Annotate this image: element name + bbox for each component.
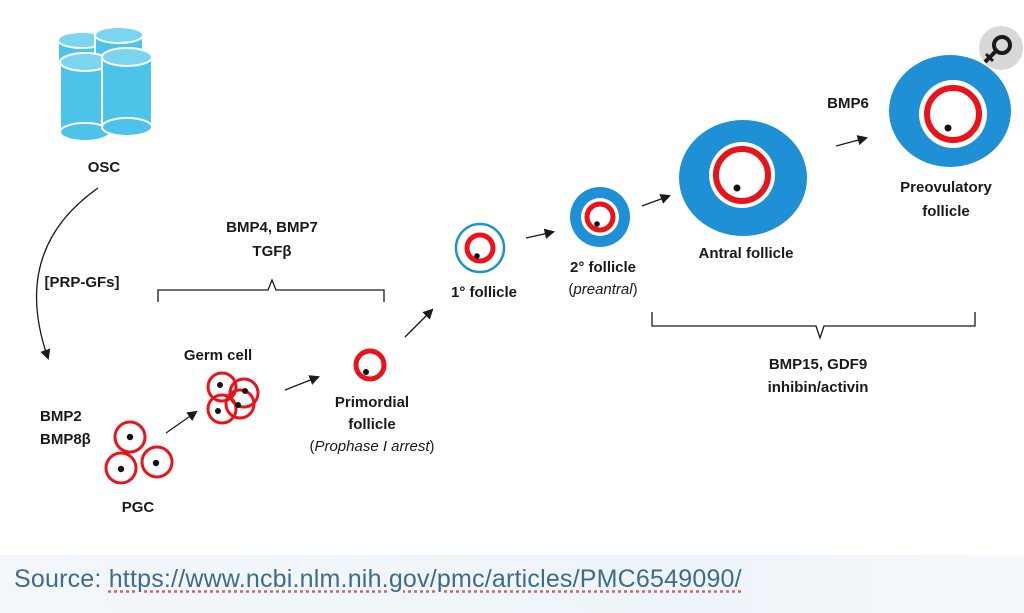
bmp8-label: BMP8β xyxy=(40,431,91,448)
antral-oocyte xyxy=(713,146,771,204)
germ-nucleus xyxy=(217,382,223,388)
bmp2-label: BMP2 xyxy=(40,408,82,425)
germ-nucleus xyxy=(235,402,241,408)
follicle-development-diagram: OSC [PRP-GFs] BMP2 BMP8β PGC Germ cell P… xyxy=(36,26,1023,516)
bmp6-label: BMP6 xyxy=(827,95,869,112)
bmp15-label: BMP15, GDF9 xyxy=(769,356,867,373)
primary-follicle xyxy=(454,222,506,274)
preantral-label: (preantral) xyxy=(568,281,637,298)
primary-to-secondary-arrow xyxy=(525,228,556,239)
germ-cell-cluster xyxy=(206,371,260,425)
primordial-follicle xyxy=(353,348,387,382)
secondary-oocyte xyxy=(584,201,616,233)
osc-cylinder-icon xyxy=(57,26,153,142)
primordial-to-primary-arrow xyxy=(404,308,434,338)
primary-oocyte xyxy=(464,232,496,264)
antral-nucleus xyxy=(733,184,741,192)
prophase-label: (Prophase I arrest) xyxy=(309,438,434,455)
preovulatory-label-1: Preovulatory xyxy=(900,179,992,196)
secondary-to-antral-arrow xyxy=(641,194,671,207)
osc-to-pgc-arrow xyxy=(36,187,99,360)
prp-label: [PRP-GFs] xyxy=(45,274,120,291)
inhibin-label: inhibin/activin xyxy=(768,379,869,396)
germ-to-primordial-arrow xyxy=(284,375,320,391)
source-prefix: Source: xyxy=(14,565,109,593)
pgc-nucleus xyxy=(152,459,160,467)
preovulatory-oocyte xyxy=(924,85,982,143)
bmp47-label: BMP4, BMP7 xyxy=(226,219,318,236)
pgc-nucleus xyxy=(126,433,134,441)
pgc-cells xyxy=(104,420,174,485)
antral-to-preovulatory-arrow xyxy=(835,135,869,147)
early-bracket xyxy=(157,278,385,302)
osc-label: OSC xyxy=(88,159,121,176)
source-footer xyxy=(0,555,1024,613)
primordial-label-1: Primordial xyxy=(335,394,409,411)
germ-nucleus xyxy=(215,408,221,414)
source-url[interactable]: https://www.ncbi.nlm.nih.gov/pmc/article… xyxy=(108,565,742,593)
primary-nucleus xyxy=(474,253,480,259)
tgf-label: TGFβ xyxy=(252,243,291,260)
diagram-canvas: OSC [PRP-GFs] BMP2 BMP8β PGC Germ cell P… xyxy=(36,26,1023,516)
pgc-nucleus xyxy=(117,465,125,473)
late-bracket xyxy=(651,312,976,341)
preovulatory-label-2: follicle xyxy=(922,203,970,220)
pgc-to-germ-arrow xyxy=(165,410,198,434)
primordial-label-2: follicle xyxy=(348,416,396,433)
primordial-nucleus xyxy=(363,369,369,375)
germ-nucleus xyxy=(242,388,248,394)
secondary-nucleus xyxy=(594,221,600,227)
female-symbol-icon xyxy=(979,26,1023,70)
preovulatory-nucleus xyxy=(944,124,952,132)
secondary-label: 2° follicle xyxy=(570,259,636,276)
primary-label: 1° follicle xyxy=(451,284,517,301)
pgc-label: PGC xyxy=(122,499,155,516)
source-caption: Source: https://www.ncbi.nlm.nih.gov/pmc… xyxy=(14,565,742,594)
antral-label: Antral follicle xyxy=(698,245,793,262)
germ-cell-label: Germ cell xyxy=(184,347,252,364)
